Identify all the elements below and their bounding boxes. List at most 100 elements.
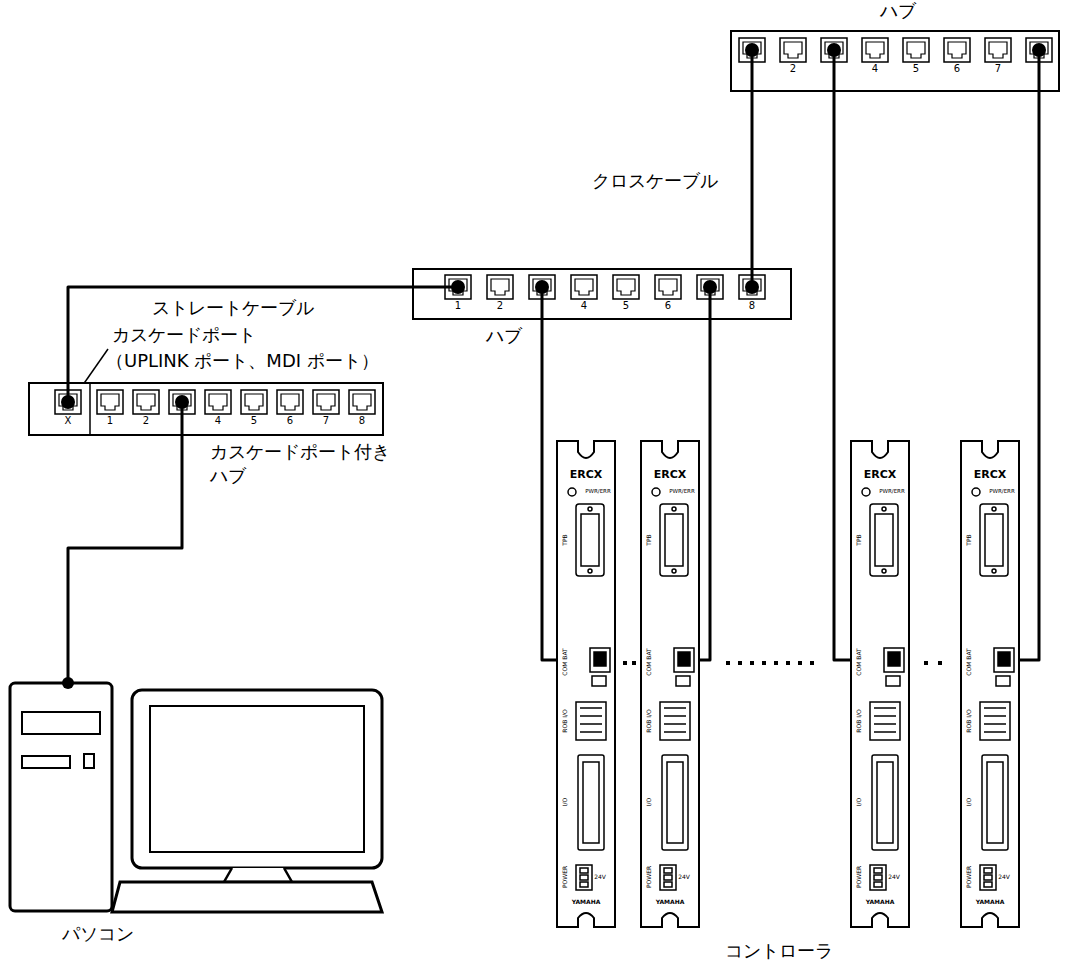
keyboard: [112, 882, 382, 912]
hub-drawing: [730, 30, 1060, 92]
port-socket: [784, 42, 802, 58]
power-button: [84, 754, 94, 768]
voltage-label: 24V: [998, 874, 1010, 880]
port-socket: [59, 394, 77, 410]
cable: [834, 92, 850, 660]
port-number: 5: [251, 416, 257, 426]
pin-row: [984, 731, 1006, 733]
io-socket: [987, 762, 1003, 843]
tpb-connector: [576, 504, 604, 576]
controller-body: [851, 441, 909, 927]
port-socket: [245, 394, 263, 410]
screw: [882, 507, 886, 511]
pin-row: [984, 715, 1006, 717]
power-pin: [580, 868, 588, 873]
bat-connector: [592, 676, 606, 686]
cable-plug: [451, 280, 465, 294]
port: [313, 390, 339, 414]
bat-connector: [996, 676, 1010, 686]
screw: [882, 569, 886, 573]
pin-row: [664, 707, 686, 709]
pin-row: [664, 715, 686, 717]
power-connector: [660, 865, 676, 890]
rob-io-connector: [870, 702, 900, 740]
port-socket: [825, 42, 843, 58]
dot: [786, 661, 790, 665]
connector-label: I/O: [966, 798, 972, 807]
led: [652, 488, 660, 496]
cable-plug: [535, 280, 549, 294]
tpb-socket: [985, 514, 1003, 566]
cable: [700, 320, 710, 660]
callout-label: （UPLINK ポート、MDI ポート）: [106, 350, 379, 372]
com-socket: [998, 652, 1010, 666]
port-number: 6: [665, 301, 671, 311]
port-socket: [743, 279, 761, 295]
brand-label: YAMAHA: [572, 899, 601, 905]
cable: [542, 320, 556, 660]
connector-label: I/O: [856, 798, 862, 807]
brand-label: YAMAHA: [976, 899, 1005, 905]
dot: [632, 661, 636, 665]
port-number: 2: [497, 301, 503, 311]
controller: ERCXPWR/ERRTPBCOM BATROB I/OI/OPOWER24VY…: [556, 440, 616, 928]
tpb-connector: [980, 504, 1008, 576]
port: [944, 38, 970, 62]
port: [985, 38, 1011, 62]
com-port: [674, 648, 694, 672]
port-socket: [533, 279, 551, 295]
port: [487, 275, 513, 299]
pc-tower: [10, 683, 112, 911]
cable-label: クロスケーブル: [590, 170, 720, 192]
com-port: [590, 648, 610, 672]
tpb-socket: [875, 514, 893, 566]
screw: [992, 569, 996, 573]
voltage-label: 24V: [678, 874, 690, 880]
led: [862, 488, 870, 496]
port: [571, 275, 597, 299]
port-number: 4: [872, 64, 878, 74]
hub-body: [29, 383, 383, 435]
port-number: 8: [749, 301, 755, 311]
monitor-screen: [150, 706, 364, 852]
hub-drawing: [412, 268, 792, 320]
rob-io-connector: [980, 702, 1010, 740]
port: [903, 38, 929, 62]
port-number: 5: [913, 64, 919, 74]
port-socket: [173, 394, 191, 410]
connector-label: COM BAT: [856, 648, 862, 675]
port-socket: [491, 279, 509, 295]
port: [613, 275, 639, 299]
pin-row: [664, 723, 686, 725]
brand-label: YAMAHA: [866, 899, 895, 905]
io-connector: [872, 755, 898, 850]
connector-label: TPB: [562, 534, 568, 545]
cable: [751, 92, 754, 268]
model-name: ERCX: [864, 469, 897, 480]
port-number: 6: [954, 64, 960, 74]
cable-plug: [61, 395, 75, 409]
led-label: PWR/ERR: [585, 489, 611, 495]
screw: [672, 507, 676, 511]
port-socket: [617, 279, 635, 295]
model-name: ERCX: [654, 469, 687, 480]
power-pin: [874, 875, 882, 880]
pin-row: [664, 731, 686, 733]
power-pin: [580, 875, 588, 880]
controller: ERCXPWR/ERRTPBCOM BATROB I/OI/OPOWER24VY…: [640, 440, 700, 928]
dot: [738, 661, 742, 665]
cable-plug: [703, 280, 717, 294]
port-number: 2: [143, 416, 149, 426]
io-connector: [982, 755, 1008, 850]
port-number: 5: [623, 301, 629, 311]
rob-io-connector: [576, 702, 606, 740]
power-connector: [576, 865, 592, 890]
io-connector: [578, 755, 604, 850]
port-number: 7: [323, 416, 329, 426]
voltage-label: 24V: [888, 874, 900, 880]
tpb-connector: [660, 504, 688, 576]
port: [780, 38, 806, 62]
connector-label: ROB I/O: [966, 709, 972, 732]
power-pin: [984, 882, 992, 887]
io-connector: [662, 755, 688, 850]
